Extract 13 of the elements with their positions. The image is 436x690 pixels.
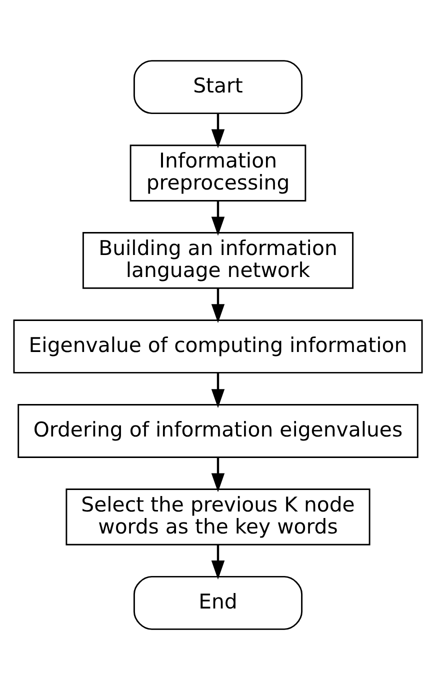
arrow bbox=[211, 288, 225, 324]
node-box: Ordering of information eigenvalues bbox=[18, 404, 418, 458]
node-box: Eigenvalue of computing information bbox=[13, 320, 423, 374]
arrow bbox=[211, 372, 225, 408]
node-box: End bbox=[133, 576, 303, 630]
node-box: Start bbox=[133, 60, 303, 114]
arrow bbox=[211, 544, 225, 580]
arrow bbox=[211, 200, 225, 236]
node-box: Information preprocessing bbox=[130, 144, 306, 202]
arrow bbox=[211, 457, 225, 492]
node-box: Select the previous K node words as the key words bbox=[66, 488, 370, 546]
node-box: Building an information language network bbox=[82, 232, 354, 289]
arrow bbox=[211, 113, 225, 148]
